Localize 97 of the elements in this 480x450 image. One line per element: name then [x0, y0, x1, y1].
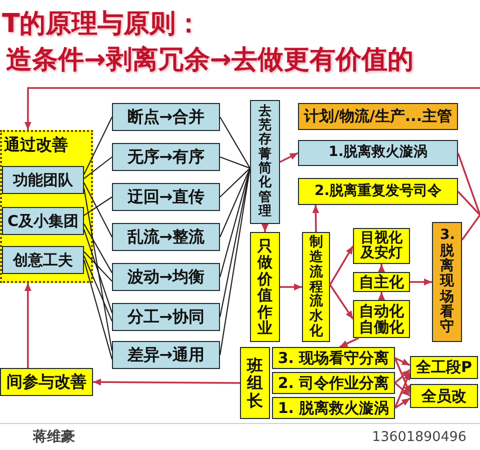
process-box [240, 347, 270, 419]
connector-line [84, 182, 112, 238]
connector-line [220, 156, 250, 169]
arrow [329, 284, 354, 320]
arrow [93, 378, 240, 386]
author-name: 蒋维豪 [33, 428, 75, 446]
process-box [112, 341, 220, 369]
connector-line [84, 156, 112, 180]
group-heading: 通过改善 [4, 136, 68, 154]
connector-line [83, 229, 113, 313]
process-box [112, 223, 220, 251]
step-text: 计划/物流/生产...主管 [304, 108, 452, 125]
step-text: 1. 脱离救火漩涡 [278, 400, 390, 416]
connector-line [220, 168, 250, 198]
step-text: 去芜存菁简化管理 [258, 104, 272, 220]
arrow [378, 292, 385, 300]
arrow [394, 398, 410, 409]
step-text: 自主化 [359, 274, 404, 290]
connector-line [84, 251, 112, 282]
highlight-box [298, 103, 458, 130]
step-text: 断点→合并 [127, 108, 205, 126]
process-box [112, 263, 220, 291]
connector-line [220, 168, 250, 238]
arrow [329, 246, 354, 286]
process-box [298, 140, 458, 166]
connector-line [84, 256, 112, 322]
process-box [250, 100, 280, 224]
process-box [353, 228, 410, 264]
step-text: 3. 现场看守分离 [278, 350, 390, 366]
arrow [394, 358, 411, 394]
step-text: 目视化及安灯 [359, 230, 404, 262]
step-text: 迂回→直传 [127, 188, 205, 206]
arrow [394, 369, 411, 384]
process-box [112, 103, 220, 131]
process-box [272, 347, 395, 369]
subtitle: 造条件→剥离冗余→去做更有价值的 [6, 44, 414, 77]
connector-line [457, 190, 480, 216]
step-text: 全员改 [422, 388, 466, 404]
process-box [0, 368, 93, 396]
process-box [353, 272, 410, 292]
process-box [250, 232, 280, 342]
connector-line [84, 196, 112, 216]
step-text: 2. 司令作业分离 [278, 374, 390, 392]
arrow [262, 224, 268, 232]
process-box [272, 397, 395, 419]
connector-line [83, 188, 113, 351]
process-box [410, 384, 478, 408]
arrow [394, 372, 411, 408]
step-text: C及小集团 [7, 212, 78, 230]
arrow [394, 357, 410, 366]
arrow [24, 87, 480, 130]
connector-line [219, 168, 251, 356]
process-box [302, 232, 330, 342]
process-box [112, 143, 220, 171]
step-text: 无序→有序 [127, 148, 205, 166]
step-text: 只做价值作业 [258, 238, 272, 336]
process-box [2, 166, 84, 194]
title: T的原理与原则： [2, 8, 202, 41]
arrow [394, 382, 411, 397]
process-box [2, 207, 84, 235]
group-panel [0, 130, 93, 283]
process-box [298, 178, 458, 205]
arrow [378, 264, 385, 272]
connector-line [457, 152, 480, 216]
connector-line [220, 116, 250, 168]
step-text: 班组长 [247, 356, 263, 410]
connector-line [84, 224, 112, 274]
step-text: 创意工夫 [13, 252, 73, 268]
arrow [280, 284, 302, 290]
process-box [272, 372, 395, 394]
process-box [2, 246, 84, 274]
connector-line [84, 116, 112, 175]
arrow [312, 204, 320, 232]
step-text: 1.脱离救火漩涡 [328, 145, 428, 161]
highlight-box [432, 222, 462, 342]
arrow [410, 278, 432, 286]
step-text: 制造流程流水化 [309, 235, 323, 339]
step-text: 2.脱离重复发号司令 [314, 184, 442, 200]
step-text: 功能团队 [13, 172, 73, 188]
step-text: 间参与改善 [6, 373, 86, 391]
connector-line [83, 260, 113, 360]
connector-line [461, 214, 480, 241]
arrow [280, 152, 298, 163]
process-box [112, 303, 220, 331]
process-box [353, 300, 410, 338]
step-text: 波动→均衡 [127, 268, 205, 286]
step-text: 全工段P [416, 359, 472, 376]
arrow [339, 337, 360, 348]
step-text: 3.脱离现场看守 [440, 228, 454, 336]
phone-number: 13601890496 [372, 429, 466, 445]
step-text: 自动化自働化 [358, 302, 405, 336]
process-box [410, 356, 478, 379]
step-text: 分工→协同 [127, 308, 205, 326]
step-text: 乱流→整流 [127, 228, 205, 246]
process-box [112, 183, 220, 211]
arrow [24, 283, 32, 368]
step-text: 差异→通用 [127, 346, 205, 364]
